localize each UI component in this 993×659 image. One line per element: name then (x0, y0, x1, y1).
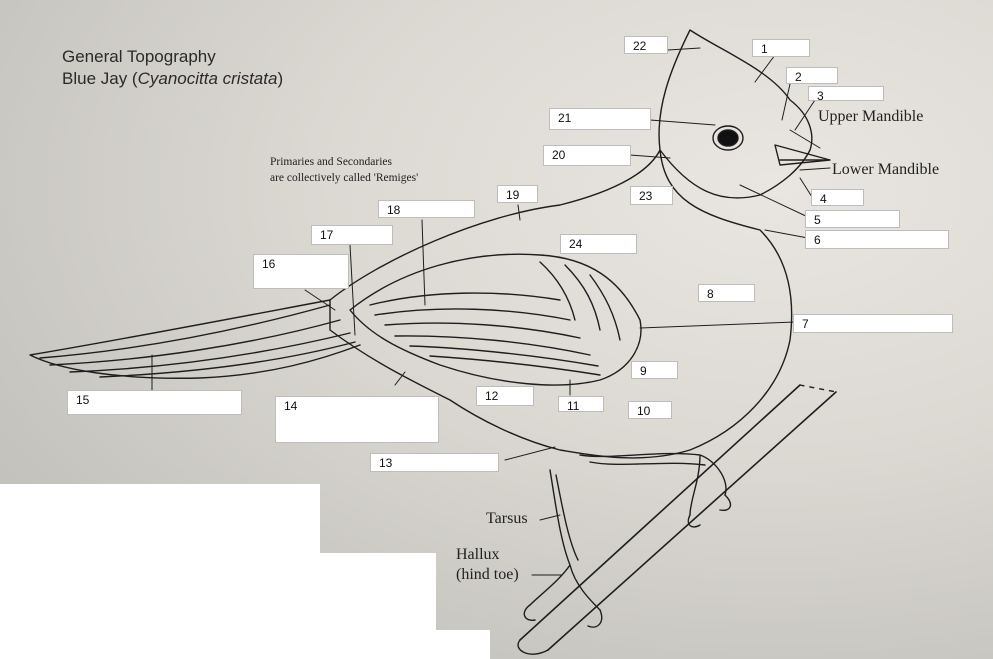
answer-box-14[interactable]: 14 (275, 396, 439, 443)
diagram-title-line2: Blue Jay (Cyanocitta cristata) (62, 69, 284, 88)
leg-rear (579, 452, 727, 516)
answer-box-2[interactable]: 2 (786, 67, 838, 84)
answer-box-21[interactable]: 21 (549, 108, 651, 130)
answer-box-22[interactable]: 22 (624, 36, 668, 54)
blank-area-3 (0, 630, 490, 659)
remiges-note-line2: are collectively called 'Remiges' (270, 172, 419, 184)
label-hallux: Hallux (456, 546, 500, 563)
answer-box-17[interactable]: 17 (311, 225, 393, 245)
answer-box-13[interactable]: 13 (370, 453, 499, 472)
answer-box-16[interactable]: 16 (253, 254, 349, 289)
answer-box-9[interactable]: 9 (631, 361, 678, 379)
answer-box-20[interactable]: 20 (543, 145, 631, 166)
answer-box-24[interactable]: 24 (560, 234, 637, 254)
answer-box-12[interactable]: 12 (476, 386, 534, 406)
answer-box-10[interactable]: 10 (628, 401, 672, 419)
label-upper-mandible: Upper Mandible (818, 108, 924, 125)
label-lower-mandible: Lower Mandible (832, 161, 940, 178)
answer-box-8[interactable]: 8 (698, 284, 755, 302)
answer-box-18[interactable]: 18 (378, 200, 475, 218)
diagram-title-line1: General Topography (62, 47, 216, 66)
perch-branch (519, 384, 837, 651)
leg-front (529, 469, 601, 611)
tail-outline (29, 299, 361, 379)
wing-outline (349, 253, 642, 386)
label-hind-toe: (hind toe) (456, 566, 519, 583)
label-tarsus: Tarsus (486, 510, 528, 527)
answer-box-3[interactable]: 3 (808, 86, 884, 103)
answer-box-5[interactable]: 5 (805, 210, 900, 228)
beak (774, 144, 831, 166)
eye (717, 129, 739, 147)
answer-box-7[interactable]: 7 (793, 314, 953, 333)
remiges-note-line1: Primaries and Secondaries (270, 156, 392, 168)
answer-box-15[interactable]: 15 (67, 390, 242, 415)
answer-box-4[interactable]: 4 (811, 189, 864, 206)
answer-box-6[interactable]: 6 (805, 230, 949, 249)
answer-box-19[interactable]: 19 (497, 185, 538, 203)
species-name: Cyanocitta cristata (137, 69, 278, 88)
answer-box-1[interactable]: 1 (752, 39, 810, 57)
answer-box-23[interactable]: 23 (630, 186, 673, 205)
body-outline (329, 149, 793, 459)
answer-box-11[interactable]: 11 (558, 396, 604, 413)
